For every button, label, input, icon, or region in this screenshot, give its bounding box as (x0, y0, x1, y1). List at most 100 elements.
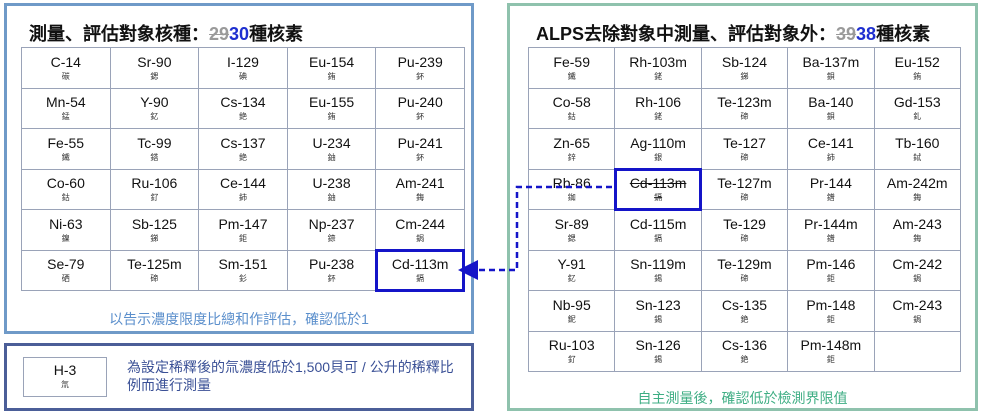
nuclide-kanji: 鋅 (567, 152, 576, 162)
nuclide-kanji: 碲 (150, 274, 159, 284)
nuclide-symbol: Ru-103 (548, 337, 595, 354)
nuclide-symbol: Cs-137 (220, 134, 266, 151)
nuclide-symbol: U-238 (312, 175, 351, 192)
nuclide-symbol: Pm-148 (806, 296, 856, 313)
nuclide-kanji: 鉅 (826, 274, 835, 284)
nuclide-symbol: Sr-89 (554, 215, 589, 232)
nuclide-symbol: Ba-140 (808, 94, 854, 111)
nuclide-kanji: 碘 (238, 71, 247, 81)
nuclide-symbol: Te-129m (717, 256, 772, 273)
nuclide-kanji: 鎝 (150, 152, 159, 162)
nuclide-symbol: Cd-113m (629, 175, 687, 192)
nuclide-kanji: 鉅 (826, 314, 835, 324)
nuclide-kanji: 錳 (61, 112, 70, 122)
tritium-kanji: 氚 (61, 380, 69, 389)
nuclide-symbol: Eu-152 (894, 53, 940, 70)
nuclide-kanji: 錼 (327, 233, 336, 243)
nuclide-symbol: Te-125m (127, 256, 182, 273)
nuclide-symbol: Cd-113m (391, 256, 449, 273)
nuclide-symbol: Np-237 (308, 215, 355, 232)
right-title-new-count: 38 (856, 24, 877, 44)
nuclide-symbol: Cm-242 (892, 256, 943, 273)
nuclide-kanji: 鈈 (327, 274, 336, 284)
left-panel-note: 以告示濃度限度比總和作評估，確認低於1 (109, 311, 369, 327)
nuclide-kanji: 碲 (740, 152, 749, 162)
nuclide-symbol: Pr-144m (804, 215, 858, 232)
nuclide-symbol: Mn-54 (45, 94, 86, 111)
nuclide-symbol: U-234 (312, 134, 351, 151)
nuclide-kanji: 碲 (740, 274, 749, 284)
nuclide-symbol: Y-91 (557, 256, 586, 273)
nuclide-symbol: C-14 (50, 53, 81, 70)
nuclide-kanji: 釕 (150, 193, 159, 203)
nuclide-kanji: 鋇 (826, 71, 835, 81)
nuclide-kanji: 鈰 (238, 193, 247, 203)
nuclide-kanji: 鎳 (61, 233, 70, 243)
nuclide-symbol: Pm-147 (218, 215, 268, 232)
nuclide-kanji: 鐵 (567, 71, 576, 81)
tritium-description: 為設定稀釋後的氚濃度低於1,500貝可 / 公升的稀釋比例而進行測量 (127, 359, 454, 393)
nuclide-symbol: I-129 (227, 53, 259, 70)
nuclide-kanji: 鋱 (913, 152, 922, 162)
right-title-prefix: ALPS去除對象中測量、評估對象外： (536, 24, 837, 44)
nuclide-kanji: 碲 (740, 193, 749, 203)
nuclide-symbol: Sn-126 (635, 337, 681, 354)
nuclide-kanji: 鉅 (238, 233, 247, 243)
nuclide-symbol: Pu-239 (397, 53, 443, 70)
nuclide-symbol: Tc-99 (137, 134, 172, 151)
nuclide-kanji: 釔 (150, 112, 159, 122)
nuclide-kanji: 銠 (654, 71, 663, 81)
nuclide-kanji: 鐠 (826, 233, 835, 243)
nuclide-symbol: Sb-124 (721, 53, 768, 70)
nuclide-kanji: 碲 (740, 112, 749, 122)
nuclide-symbol: Cs-135 (721, 296, 768, 313)
tritium-symbol: H-3 (53, 362, 77, 378)
nuclide-kanji: 鉅 (826, 355, 835, 365)
nuclide-symbol: Fe-59 (553, 53, 590, 70)
nuclide-kanji: 鋦 (913, 274, 922, 284)
nuclide-kanji: 鈾 (327, 152, 336, 162)
nuclide-symbol: Se-79 (47, 256, 85, 273)
nuclide-kanji: 鍶 (567, 233, 576, 243)
nuclide-symbol: Rh-106 (635, 94, 682, 111)
nuclide-symbol: Am-243 (892, 215, 942, 232)
